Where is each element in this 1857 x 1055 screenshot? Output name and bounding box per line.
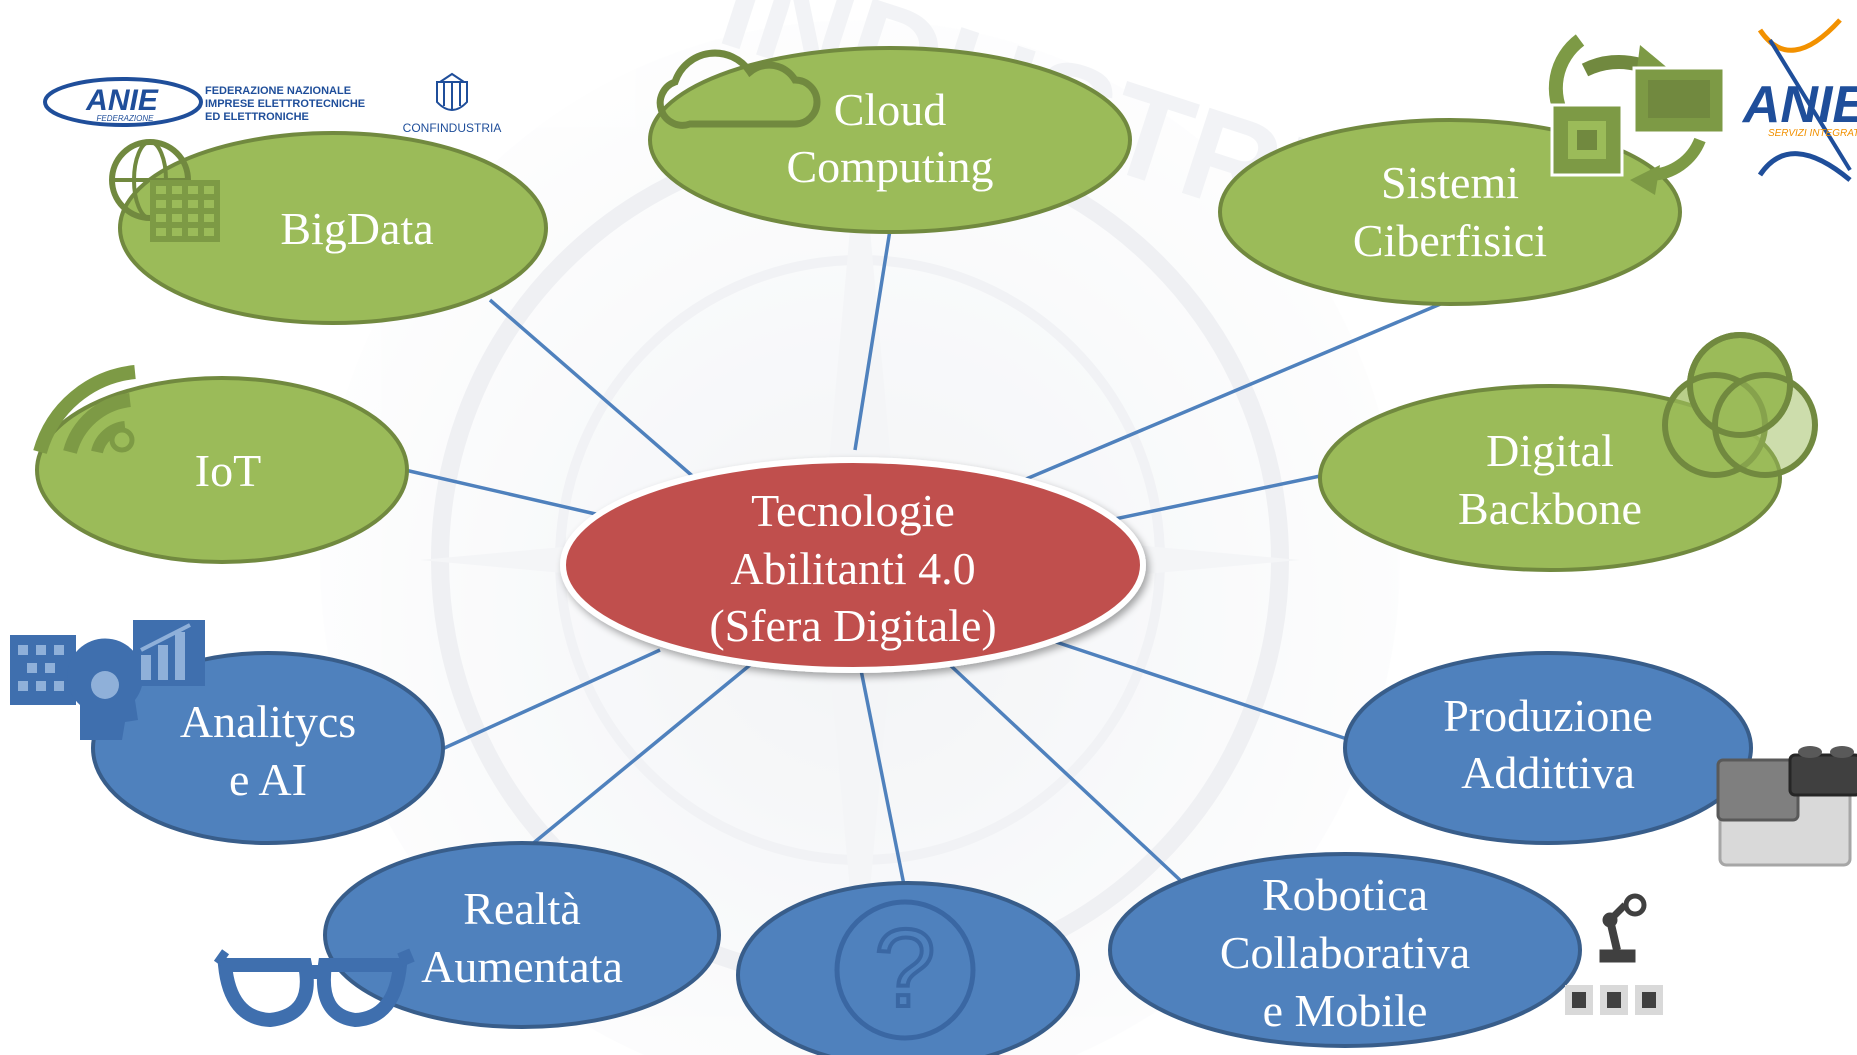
node-robotica: Robotica Collaborativa e Mobile bbox=[1108, 852, 1582, 1048]
lego-bricks-icon bbox=[1716, 746, 1857, 867]
node-analytics: Analitycs e AI bbox=[91, 651, 445, 845]
node-produzione-line2: Addittiva bbox=[1461, 747, 1635, 798]
center-line1: Tecnologie bbox=[751, 485, 955, 536]
node-iot-label: IoT bbox=[195, 445, 261, 496]
anie-federazione-line1: FEDERAZIONE NAZIONALE bbox=[205, 85, 351, 97]
node-analytics-line1: Analitycs bbox=[180, 696, 356, 747]
node-realta-line2: Aumentata bbox=[421, 941, 623, 992]
node-unknown: ? bbox=[736, 881, 1080, 1055]
ai-head-chart-icon bbox=[10, 620, 205, 740]
anie-servizi-sub: SERVIZI INTEGRATI bbox=[1768, 128, 1857, 139]
cloud-icon bbox=[656, 49, 821, 129]
node-cloud-line1: Cloud bbox=[834, 84, 946, 135]
node-iot: IoT bbox=[35, 376, 409, 564]
question-mark: ? bbox=[874, 907, 935, 1030]
node-center: Tecnologie Abilitanti 4.0 (Sfera Digital… bbox=[560, 457, 1146, 673]
center-line3: (Sfera Digitale) bbox=[709, 600, 996, 651]
connector-robotica bbox=[948, 663, 1182, 882]
anie-federazione-line2: IMPRESE ELETTROTECNICHE bbox=[205, 98, 365, 110]
anie-servizi-mark: ANIE bbox=[1741, 76, 1857, 134]
node-backbone-line2: Backbone bbox=[1458, 483, 1642, 534]
node-analytics-line2: e AI bbox=[229, 754, 307, 805]
connector-iot bbox=[404, 468, 601, 517]
confindustria-logo: CONFINDUSTRIA bbox=[403, 72, 502, 135]
node-realta-line1: Realtà bbox=[463, 883, 581, 934]
question-icon: ? bbox=[834, 899, 976, 1041]
glasses-icon bbox=[213, 948, 415, 1028]
node-produzione: Produzione Addittiva bbox=[1343, 651, 1753, 845]
wifi-signal-icon bbox=[33, 365, 136, 455]
anie-federazione-line3: ED ELETTRONICHE bbox=[205, 111, 309, 123]
node-cloud: Cloud Computing bbox=[648, 46, 1132, 234]
node-produzione-line1: Produzione bbox=[1443, 690, 1653, 741]
node-robotica-line1: Robotica bbox=[1262, 869, 1428, 920]
node-backbone-line1: Digital bbox=[1486, 425, 1614, 476]
node-sistemi-line1: Sistemi bbox=[1381, 157, 1519, 208]
center-line2: Abilitanti 4.0 bbox=[730, 543, 975, 594]
anie-federazione-mark: ANIE bbox=[85, 84, 159, 117]
connector-bigdata bbox=[488, 298, 722, 502]
node-robotica-line3: e Mobile bbox=[1263, 985, 1428, 1036]
connector-unknown bbox=[858, 664, 907, 891]
node-bigdata-label: BigData bbox=[280, 203, 433, 254]
connector-cloud bbox=[853, 229, 892, 451]
connector-sistemi bbox=[999, 298, 1451, 492]
connector-realta bbox=[523, 663, 752, 852]
confindustria-emblem-icon bbox=[436, 72, 468, 111]
globe-grid-icon bbox=[109, 139, 220, 242]
confindustria-label: CONFINDUSTRIA bbox=[403, 121, 502, 135]
connector-analytics bbox=[439, 648, 661, 752]
connector-produzione bbox=[1049, 638, 1351, 742]
connectors bbox=[404, 229, 1451, 891]
node-bigdata: BigData bbox=[118, 131, 548, 325]
node-realta: Realtà Aumentata bbox=[323, 841, 721, 1029]
anie-federazione-logo: ANIE FEDERAZIONE FEDERAZIONE NAZIONALE I… bbox=[43, 77, 365, 127]
connector-backbone bbox=[1109, 473, 1326, 522]
venn-circles-icon bbox=[1662, 332, 1818, 478]
cyber-cycle-icon bbox=[1548, 34, 1726, 195]
node-cloud-line2: Computing bbox=[786, 141, 993, 192]
node-sistemi-line2: Ciberfisici bbox=[1353, 215, 1547, 266]
robot-arm-icon bbox=[1565, 893, 1663, 1015]
anie-servizi-logo: ANIE SERVIZI INTEGRATI bbox=[1741, 18, 1857, 182]
anie-federazione-sub: FEDERAZIONE bbox=[97, 114, 155, 123]
node-robotica-line2: Collaborativa bbox=[1220, 927, 1470, 978]
